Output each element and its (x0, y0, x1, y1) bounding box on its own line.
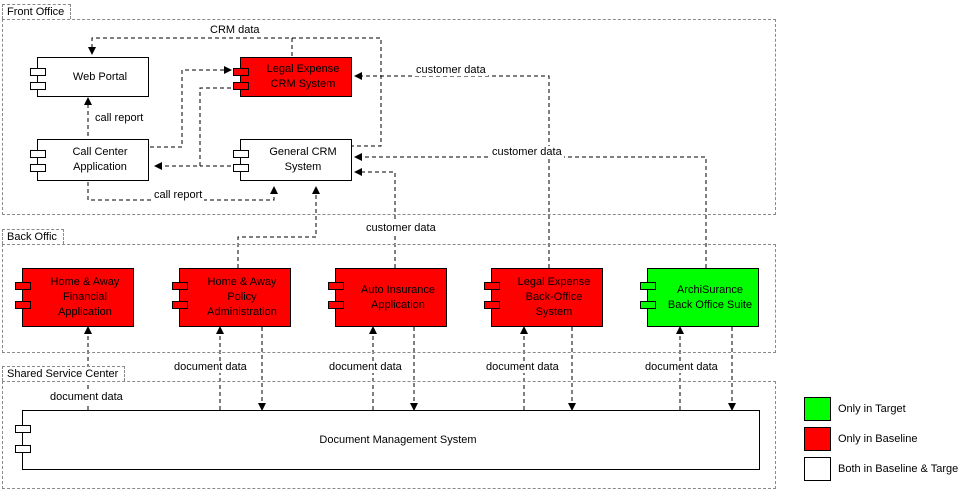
shared-service-group (2, 381, 776, 489)
front-office-group (2, 19, 776, 215)
archisurance-backoffice-component[interactable]: ArchiSurance Back Office Suite (640, 268, 759, 327)
flow-auto-insurance-to-general-crm (354, 168, 396, 268)
legend-baseline-label: Only in Baseline (838, 433, 918, 445)
flow-policy-to-general-crm (237, 186, 320, 268)
general-crm-component[interactable]: General CRM System (233, 139, 352, 181)
component-icon (30, 150, 46, 158)
document-management-component[interactable]: Document Management System (15, 410, 760, 470)
edge-label-crm-data: CRM data (208, 24, 262, 36)
edge-label-document-data: document data (172, 361, 249, 373)
edge-label-document-data: document data (48, 391, 125, 403)
home-away-policy-component[interactable]: Home & Away Policy Administration (172, 268, 291, 327)
component-label: Home & Away Financial Application (50, 276, 120, 318)
component-label: ArchiSurance Back Office Suite (667, 283, 753, 311)
edge-label-call-report: call report (152, 189, 205, 201)
edge-label-document-data: document data (484, 361, 561, 373)
edge-label-customer-data: customer data (414, 64, 488, 76)
auto-insurance-component[interactable]: Auto Insurance Application (328, 268, 447, 327)
component-icon (233, 68, 249, 76)
call-center-component[interactable]: Call Center Application (30, 139, 149, 181)
flow-archisurance-to-general-crm (354, 153, 707, 268)
legal-crm-component[interactable]: Legal Expense CRM System (233, 57, 352, 97)
component-icon (30, 68, 46, 76)
back-office-group-title: Back Offic (2, 229, 64, 244)
edge-label-customer-data: customer data (364, 222, 438, 234)
legal-backoffice-component[interactable]: Legal Expense Back-Office System (484, 268, 603, 327)
component-label: Web Portal (72, 70, 128, 83)
front-office-group-title: Front Office (2, 4, 72, 19)
component-label: Call Center Application (72, 146, 128, 173)
component-label: Legal Expense Back-Office System (517, 276, 591, 318)
component-label: General CRM System (269, 146, 337, 173)
edge-label-call-report: call report (93, 112, 146, 124)
home-away-financial-component[interactable]: Home & Away Financial Application (15, 268, 134, 327)
component-icon (172, 282, 188, 290)
legend-target-swatch (804, 397, 831, 421)
flow-call-report-to-general-crm (87, 182, 278, 201)
shared-service-group-title: Shared Service Center (2, 366, 126, 381)
component-label: Auto Insurance Application (361, 283, 435, 311)
component-label: Home & Away Policy Administration (207, 276, 277, 318)
flow-crm-data-top-right (292, 37, 382, 147)
back-office-group (2, 244, 776, 353)
flow-legal-crm-to-call-center (154, 87, 231, 170)
component-label: Legal Expense CRM System (266, 63, 340, 90)
component-label: Document Management System (319, 433, 477, 446)
flow-crm-data-to-web-portal (88, 37, 293, 56)
component-icon (233, 150, 249, 158)
edge-label-customer-data: customer data (490, 146, 564, 158)
legend-target-label: Only in Target (838, 403, 906, 415)
component-icon (15, 425, 31, 433)
legend-both-swatch (804, 457, 831, 481)
component-icon (328, 282, 344, 290)
flow-call-center-to-legal-crm (150, 66, 232, 148)
legend-baseline-swatch (804, 427, 831, 451)
edge-label-document-data: document data (643, 361, 720, 373)
web-portal-component[interactable]: Web Portal (30, 57, 149, 97)
edge-label-document-data: document data (327, 361, 404, 373)
component-icon (484, 282, 500, 290)
flow-legal-backoffice-to-legal-crm (354, 72, 550, 268)
component-icon (640, 282, 656, 290)
legend-both-label: Both in Baseline & Targe (838, 463, 959, 475)
component-icon (15, 282, 31, 290)
